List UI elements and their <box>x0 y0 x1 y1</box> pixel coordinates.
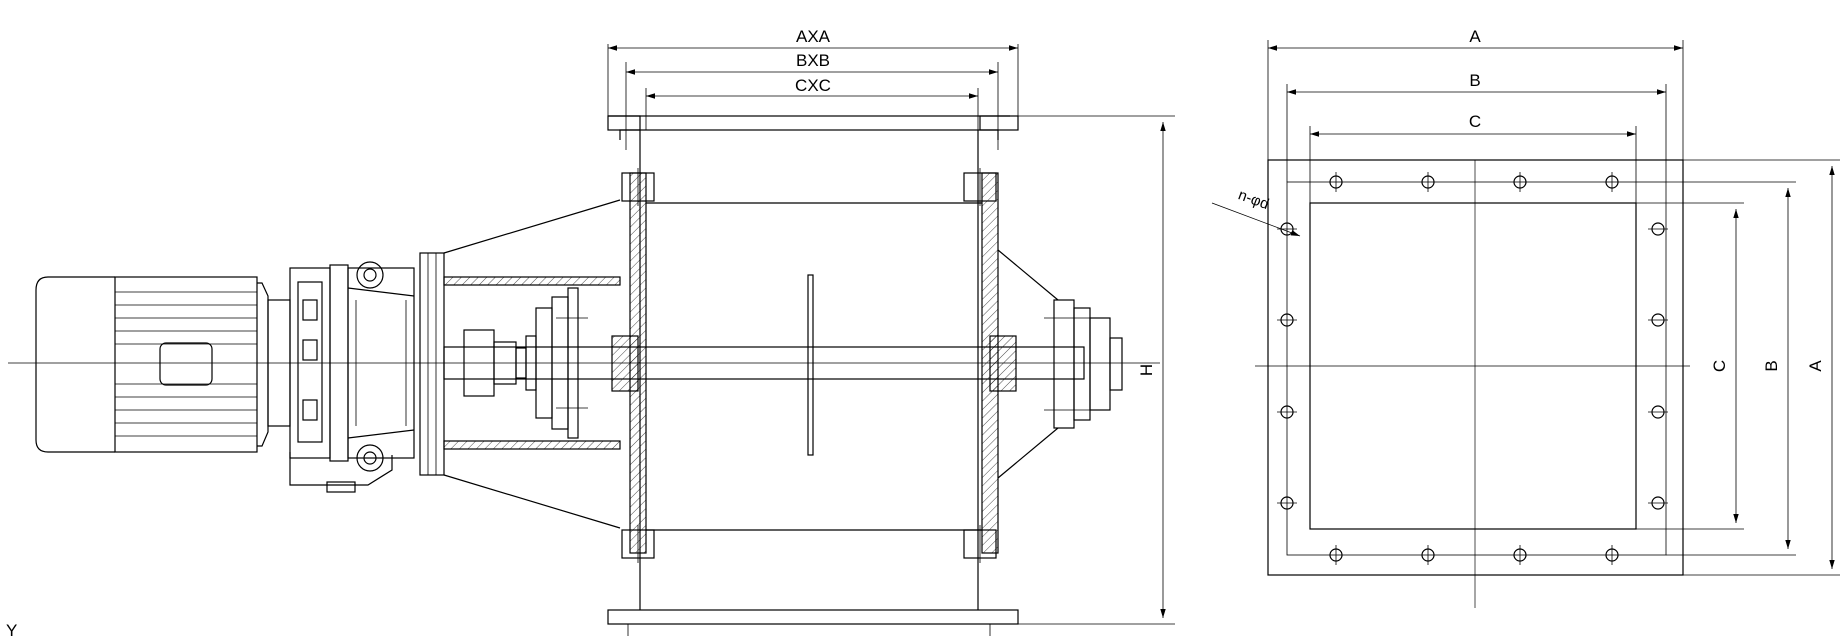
bolt-hole <box>1648 496 1668 510</box>
dim-axa-label: AXA <box>796 27 831 46</box>
dim-b-top-label: B <box>1469 71 1480 90</box>
dim-flange-side: C B A <box>1636 159 1840 576</box>
bolt-holes <box>1277 172 1668 565</box>
flange-view: n-φd A B C C B <box>1211 27 1840 608</box>
bolt-hole <box>1513 545 1527 565</box>
coupling-bracket <box>419 199 621 529</box>
flange-outer <box>1267 159 1684 576</box>
dim-h-label: H <box>1137 364 1156 376</box>
bolt-hole <box>1277 405 1297 419</box>
bolt-hole <box>1648 405 1668 419</box>
dim-cxc-label: CXC <box>795 76 831 95</box>
bolt-hole <box>1605 172 1619 192</box>
bolt-hole <box>1648 222 1668 236</box>
valve-housing <box>607 115 1019 636</box>
dim-flange-top: A B C <box>1267 27 1684 203</box>
dim-c-side-label: C <box>1710 360 1729 372</box>
rotor-blade <box>807 274 814 456</box>
dim-a-top-label: A <box>1469 27 1481 46</box>
motor <box>35 276 269 453</box>
dim-bxb-label: BXB <box>796 51 830 70</box>
dim-c-top-label: C <box>1469 112 1481 131</box>
hole-callout-label: n-φd <box>1236 186 1271 213</box>
dim-top-side: AXA BXB CXC <box>607 27 1019 150</box>
bolt-hole <box>1329 172 1343 192</box>
bolt-hole <box>1421 172 1435 192</box>
side-view: H AXA BXB CXC <box>8 27 1175 636</box>
bolt-hole <box>1277 496 1297 510</box>
terminal-box <box>159 342 213 386</box>
bolt-hole <box>1605 545 1619 565</box>
motor-cooling-fins <box>115 291 257 437</box>
dim-b-side-label: B <box>1762 360 1781 371</box>
dim-h: H <box>1018 115 1175 625</box>
bolt-hole <box>1648 313 1668 327</box>
right-bearing <box>997 249 1123 479</box>
dim-a-side-label: A <box>1806 360 1825 372</box>
bolt-hole <box>1329 545 1343 565</box>
bolt-hole <box>1421 545 1435 565</box>
rotor-shaft <box>443 346 1085 380</box>
bolt-hole <box>1513 172 1527 192</box>
gear-reducer <box>267 261 415 493</box>
bolt-hole <box>1277 313 1297 327</box>
corner-mark: Y <box>6 621 17 640</box>
